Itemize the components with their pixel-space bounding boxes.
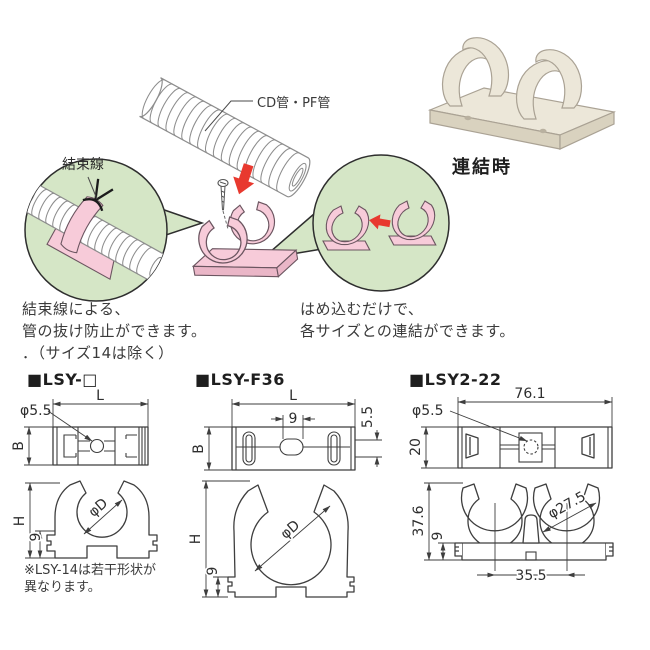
section-title-lsy2-22: ■LSY2-22 [409, 370, 502, 389]
installation-illustration [24, 37, 617, 302]
pink-clamp-left [322, 205, 372, 251]
dim-bore: φD [86, 495, 112, 520]
dimension-drawings: L B φ5.5 H 9 φD L [10, 385, 614, 598]
screw-hole [539, 128, 547, 134]
join-arrow [369, 214, 391, 230]
lsy-note-line2: 異なります。 [24, 580, 101, 595]
joining-bubble [259, 154, 450, 292]
dim-L: L [289, 388, 297, 404]
dim-hole: φ5.5 [412, 403, 444, 419]
dim-base9: 9 [28, 533, 44, 542]
bubble-content [322, 200, 438, 251]
dim-B: B [191, 444, 207, 454]
dim-base9: 9 [430, 532, 446, 541]
lsy-note: ※LSY-14は若干形状が 異なります。 [24, 562, 156, 596]
photo-clamp-arm [441, 37, 583, 120]
right-caption-line2: 各サイズとの連結ができます。 [300, 322, 515, 340]
dim-H: H [12, 516, 28, 527]
pipe-label-leader-line [204, 100, 253, 132]
lsy2-22-front-left-ring [460, 483, 529, 549]
left-caption-line3: ．（サイズ14は除く） [22, 344, 174, 362]
dim-H: H [188, 534, 204, 545]
tie-label-leader-line [87, 176, 98, 200]
connected-clamps-photo [427, 37, 617, 150]
dim-edge: 5.5 [360, 406, 376, 428]
dim-base9: 9 [205, 567, 221, 576]
dim-length: 76.1 [514, 386, 545, 402]
clamp-base-side [276, 249, 299, 278]
lsy-top-view [52, 426, 149, 466]
lsy-front-view [46, 480, 158, 559]
dim-pitch: 35.5 [515, 568, 546, 584]
lsy-note-line1: ※LSY-14は若干形状が [24, 563, 157, 578]
lsy-f36-dimensions: L 9 5.5 B H 9 φD [187, 387, 382, 598]
pink-clamp-right [388, 200, 438, 246]
right-caption: はめ込むだけで、 各サイズとの連結ができます。 [300, 298, 515, 342]
tie-wire-bubble [24, 158, 205, 302]
dim-bore: φD [278, 517, 304, 542]
dim-B: B [11, 441, 27, 451]
left-caption: 結束線による、 管の抜け防止ができます。 ．（サイズ14は除く） [22, 298, 207, 364]
lsy2-22-screw-hole [523, 439, 539, 455]
drawing-lsy: L B φ5.5 H 9 φD [10, 387, 158, 559]
left-caption-line1: 結束線による、 [22, 300, 131, 318]
lsy2-22-center-boss [518, 432, 543, 463]
pipe-label: CD管・PF管 [257, 96, 331, 111]
clamp-with-screw [191, 163, 299, 278]
section-title-lsy: ■LSY-□ [27, 370, 98, 389]
dim-slot9: 9 [289, 411, 298, 427]
right-caption-line1: はめ込むだけで、 [300, 300, 424, 318]
drawing-lsy2-22: 76.1 φ5.5 20 37.6 9 φ27.5 35.5 [407, 385, 614, 586]
left-caption-line2: 管の抜け防止ができます。 [22, 322, 207, 340]
insert-arrow [233, 163, 255, 195]
lsy2-22-center-post [522, 514, 540, 544]
lsy-f36-front-view [227, 484, 355, 598]
screw [217, 178, 229, 230]
tie-wire-label: 結束線 [62, 157, 104, 173]
screw-hole [464, 115, 472, 121]
photo-base-side [559, 111, 615, 150]
dim-height: 37.6 [411, 505, 427, 536]
dim-hole: φ5.5 [20, 403, 52, 419]
photo-caption: 連結時 [452, 157, 512, 178]
section-title-lsy-f36: ■LSY-F36 [195, 370, 285, 389]
lsy-screw-hole [89, 438, 105, 454]
dim-width: 20 [408, 438, 424, 456]
lsy-f36-slot [279, 438, 304, 456]
drawing-lsy-f36: L 9 5.5 B H 9 φD [187, 387, 382, 598]
lsy2-22-front-right-ring [532, 483, 601, 549]
dim-L: L [96, 388, 104, 404]
corrugated-pipe [139, 77, 311, 198]
